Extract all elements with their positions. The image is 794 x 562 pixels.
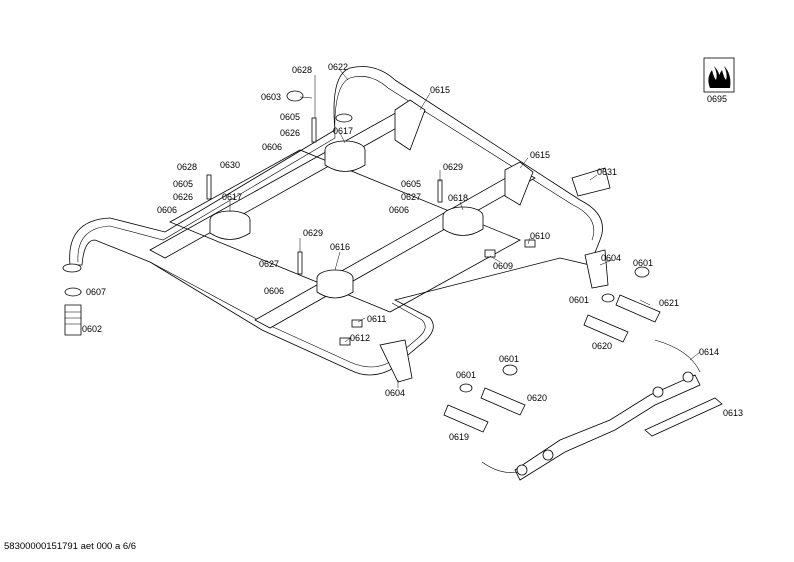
bracket-0615-a	[394, 99, 426, 151]
label-0606-center: 0606	[264, 286, 284, 296]
gas-taps	[443, 266, 661, 433]
label-0616: 0616	[330, 242, 350, 252]
part-labels: 0622 0628 0603 0605 0626 0606 0617 0615 …	[82, 62, 743, 442]
label-0617-left: 0617	[222, 192, 242, 202]
label-0606-left: 0606	[157, 205, 177, 215]
label-0619: 0619	[449, 432, 469, 442]
label-0626-top: 0626	[280, 128, 300, 138]
label-0605-top: 0605	[280, 112, 300, 122]
thermocouple-0627-b	[297, 251, 303, 275]
label-0631: 0631	[597, 167, 617, 177]
label-0621: 0621	[659, 298, 679, 308]
small-components	[64, 90, 536, 346]
label-0615-a: 0615	[430, 85, 450, 95]
label-0610: 0610	[530, 231, 550, 241]
label-0627-right: 0627	[401, 192, 421, 202]
label-0609: 0609	[493, 261, 513, 271]
label-0620-b: 0620	[527, 393, 547, 403]
label-0602: 0602	[82, 324, 102, 334]
tube-end-top	[335, 113, 353, 123]
nozzle-0611	[351, 319, 363, 328]
part-0603	[286, 90, 304, 102]
nozzle-0612	[339, 337, 351, 346]
label-0618: 0618	[448, 193, 468, 203]
label-0611: 0611	[367, 314, 386, 324]
leader-lines	[81, 69, 701, 388]
label-0614: 0614	[699, 347, 719, 357]
label-0603: 0603	[261, 92, 281, 102]
tap-0621	[615, 294, 661, 323]
label-0629-right: 0629	[443, 162, 463, 172]
label-0605-left: 0605	[173, 179, 193, 189]
thermocouple-0628-top	[311, 117, 317, 143]
cap-0601-a	[634, 266, 650, 278]
burners	[209, 140, 484, 299]
thermocouple-0628-left	[206, 174, 212, 200]
label-0617-top: 0617	[333, 126, 353, 136]
thermocouple-0627	[437, 179, 443, 203]
label-0629-center: 0629	[303, 228, 323, 238]
part-0602	[64, 304, 82, 336]
label-0604-left: 0604	[385, 388, 405, 398]
label-0606-top: 0606	[262, 142, 282, 152]
label-0630: 0630	[220, 160, 240, 170]
footer-document-id: 58300000151791 aet 000 a 6/6	[4, 541, 137, 552]
label-0612: 0612	[350, 333, 370, 343]
label-0620-a: 0620	[592, 341, 612, 351]
manifold-pipe	[514, 374, 701, 481]
tap-0619	[443, 404, 489, 433]
label-0606-right: 0606	[389, 205, 409, 215]
tap-0620-a	[583, 314, 629, 343]
label-0622: 0622	[328, 62, 348, 72]
label-0628-top: 0628	[292, 65, 312, 75]
label-0605-right: 0605	[401, 179, 421, 189]
label-0601-a: 0601	[633, 258, 653, 268]
cap-0601-c	[502, 364, 518, 376]
label-0626-left: 0626	[173, 192, 193, 202]
label-0607: 0607	[86, 287, 106, 297]
nozzle-0609	[484, 249, 496, 258]
label-0601-b: 0601	[569, 295, 589, 305]
bracket-0604-a	[379, 339, 413, 383]
flame-symbol-icon	[703, 57, 735, 93]
burner-frame	[62, 66, 603, 376]
label-0615-b: 0615	[530, 150, 550, 160]
label-0604-right: 0604	[601, 253, 621, 263]
label-0628-left: 0628	[177, 162, 197, 172]
label-0695: 0695	[707, 94, 727, 104]
label-0601-c: 0601	[499, 354, 519, 364]
label-0601-d: 0601	[456, 370, 476, 380]
label-0627-center: 0627	[259, 259, 279, 269]
bracket-0604-b	[584, 249, 609, 289]
label-0613: 0613	[723, 408, 743, 418]
bar-0613	[644, 397, 723, 437]
cap-0601-b	[601, 293, 615, 303]
manifold	[481, 339, 723, 481]
nozzle-0610	[524, 239, 536, 248]
bracket-0615-b	[504, 161, 534, 206]
tube-end-left	[62, 263, 82, 273]
tap-0620-b	[480, 387, 526, 416]
cap-0601-d	[459, 383, 473, 393]
part-0631	[571, 167, 611, 197]
part-0607	[64, 287, 82, 297]
